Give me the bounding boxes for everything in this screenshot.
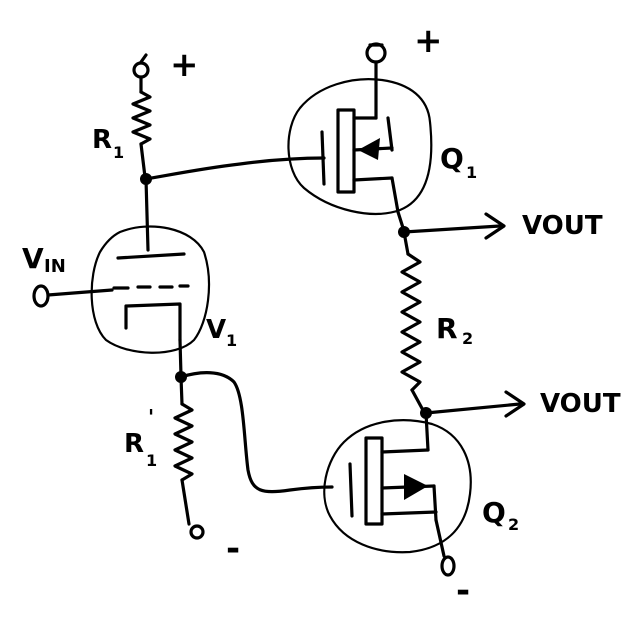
- vin-terminal: [32, 284, 114, 308]
- label-vout-bottom: VOUT: [540, 389, 621, 419]
- svg-text:2: 2: [462, 329, 473, 348]
- label-v1: V 1: [206, 315, 237, 350]
- label-r1: R 1: [92, 125, 124, 162]
- svg-text:V: V: [22, 242, 44, 275]
- svg-text:1: 1: [466, 163, 477, 182]
- q2-channel: [364, 436, 384, 526]
- svg-text:R: R: [124, 429, 144, 459]
- q2-gate-plate: [348, 462, 354, 518]
- svg-text:1: 1: [113, 143, 124, 162]
- tube-v1-plate: [116, 252, 186, 260]
- left-negative-terminal: [189, 524, 205, 540]
- svg-text:1: 1: [146, 451, 157, 470]
- resistor-r1: [131, 75, 152, 179]
- mosfet-q2: [323, 411, 472, 554]
- minus-sign-right: -: [456, 571, 470, 611]
- wire-vin-to-grid: [46, 288, 114, 297]
- svg-text:': ': [148, 405, 154, 429]
- label-r1-prime: R 1 ': [124, 405, 157, 470]
- label-q1: Q 1: [440, 142, 477, 182]
- svg-text:Q: Q: [482, 496, 506, 529]
- tube-v1-envelope: [90, 225, 210, 354]
- svg-text:V: V: [206, 315, 226, 345]
- q1-channel: [336, 108, 356, 194]
- resistor-r2: [400, 230, 426, 414]
- minus-sign-left: -: [226, 529, 240, 569]
- label-vout-top: VOUT: [522, 211, 603, 241]
- wire-to-v1-plate: [144, 177, 150, 252]
- svg-text:1: 1: [226, 331, 237, 350]
- tube-v1-cathode: [124, 302, 182, 342]
- q2-arrow: [404, 474, 428, 500]
- tube-v1: [90, 225, 210, 354]
- mosfet-q1: [287, 60, 433, 215]
- wire-cathode-down: [178, 338, 183, 378]
- plus-sign-left: +: [170, 45, 199, 85]
- svg-text:R: R: [92, 125, 112, 155]
- q2-envelope: [323, 419, 472, 554]
- q1-envelope: [287, 78, 433, 215]
- plus-sign-right: +: [414, 21, 443, 61]
- label-r2: R 2: [436, 312, 473, 348]
- vout-bottom-output: [424, 390, 526, 418]
- svg-text:2: 2: [508, 515, 519, 534]
- wire-to-q1-gate: [144, 156, 326, 181]
- resistor-r1-prime: [173, 375, 194, 526]
- svg-text:Q: Q: [440, 142, 464, 175]
- vout-top-output: [402, 212, 506, 240]
- left-positive-terminal: [132, 53, 150, 79]
- svg-text:IN: IN: [44, 256, 66, 277]
- svg-text:R: R: [436, 312, 458, 345]
- wire-to-q2-gate: [179, 371, 334, 494]
- label-q2: Q 2: [482, 496, 519, 534]
- right-positive-terminal: [365, 42, 387, 64]
- label-vin: V IN: [22, 242, 66, 277]
- q1-gate-plate: [320, 130, 326, 186]
- right-negative-terminal: [440, 555, 456, 577]
